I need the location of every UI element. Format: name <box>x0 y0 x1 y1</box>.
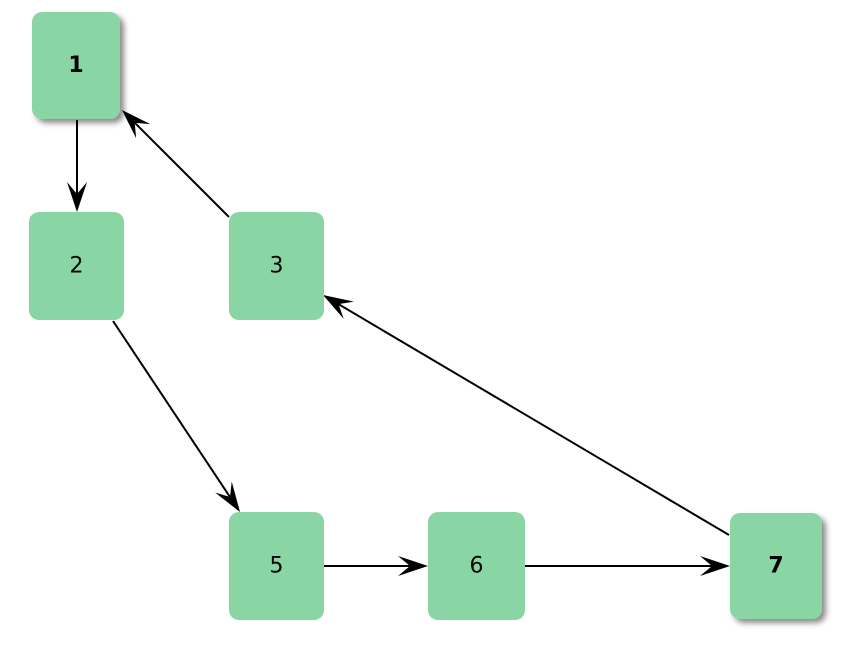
graph-node-5: 5 <box>229 512 324 620</box>
arrowhead-icon <box>700 556 730 576</box>
graph-node-3: 3 <box>229 212 324 320</box>
arrowhead-icon <box>215 481 240 512</box>
nodes-layer: 1 2 3 5 6 7 <box>29 12 822 620</box>
node-label: 1 <box>68 53 83 78</box>
arrowhead-icon <box>398 556 428 576</box>
edge-n7-n3 <box>323 295 730 536</box>
edge-n3-n1 <box>122 110 230 218</box>
node-label: 3 <box>270 254 284 279</box>
edge-line <box>112 320 231 498</box>
node-box <box>229 512 324 620</box>
node-box <box>428 512 525 620</box>
node-label: 6 <box>470 554 484 579</box>
node-box <box>29 212 124 320</box>
graph-node-2: 2 <box>29 212 124 320</box>
edge-n1-n2 <box>67 120 87 212</box>
node-box <box>229 212 324 320</box>
edge-n5-n6 <box>324 556 428 576</box>
arrowhead-icon <box>122 110 151 139</box>
edge-n6-n7 <box>525 556 730 576</box>
edge-line <box>337 303 730 536</box>
edge-n2-n5 <box>112 320 240 512</box>
graph-node-6: 6 <box>428 512 525 620</box>
edge-line <box>134 122 230 218</box>
edges-layer <box>67 110 730 576</box>
arrowhead-icon <box>323 295 354 319</box>
node-label: 5 <box>270 554 284 579</box>
graph-node-1: 1 <box>32 12 120 119</box>
arrowhead-icon <box>67 182 87 212</box>
graph-node-7: 7 <box>730 513 822 619</box>
node-label: 2 <box>70 254 84 279</box>
node-box <box>32 12 120 119</box>
node-label: 7 <box>768 554 783 579</box>
node-box <box>730 513 822 619</box>
